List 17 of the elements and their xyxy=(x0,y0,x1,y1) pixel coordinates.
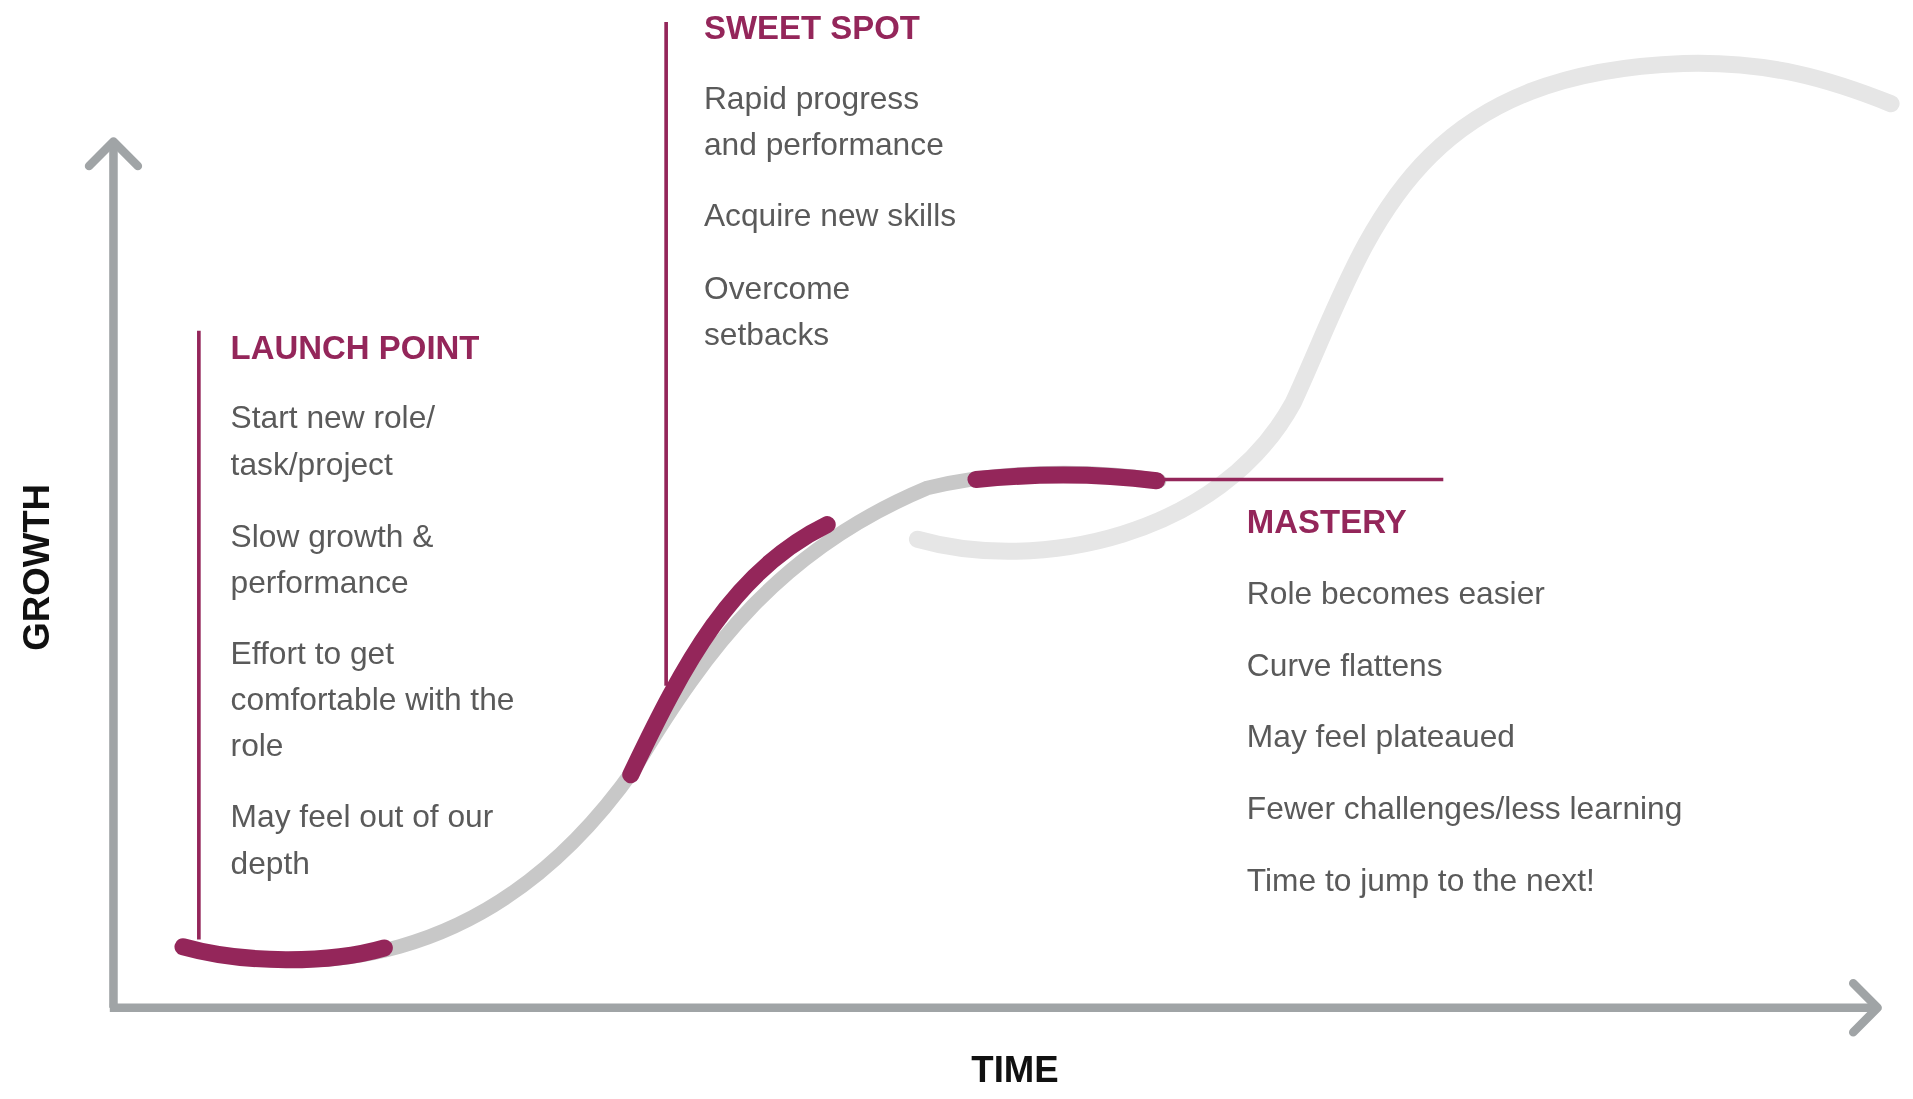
stage-note: Curve flattens xyxy=(1246,645,1444,686)
stage-note: Time to jump to the next! xyxy=(1246,860,1596,900)
stage-note: Rapid progress and performance xyxy=(703,78,945,165)
stage-note: Effort to get comfortable with the role xyxy=(230,633,516,766)
stage-note: Start new role/ task/project xyxy=(230,397,437,484)
stage-note: Role becomes easier xyxy=(1246,573,1546,614)
section-heading: SWEET SPOT xyxy=(703,8,920,49)
section-heading: MASTERY xyxy=(1246,502,1407,543)
stage-note: May feel out of our depth xyxy=(230,796,495,883)
section-heading: LAUNCH POINT xyxy=(230,328,480,368)
stage-note: May feel plateaued xyxy=(1246,716,1516,756)
stage-note: Overcome setbacks xyxy=(703,268,852,355)
axis-title: TIME xyxy=(971,1048,1059,1092)
axis-title: GROWTH xyxy=(14,483,58,651)
stage-note: Acquire new skills xyxy=(703,195,958,236)
stage-note: Slow growth & performance xyxy=(230,516,435,603)
stage-note: Fewer challenges/less learning xyxy=(1246,788,1684,828)
